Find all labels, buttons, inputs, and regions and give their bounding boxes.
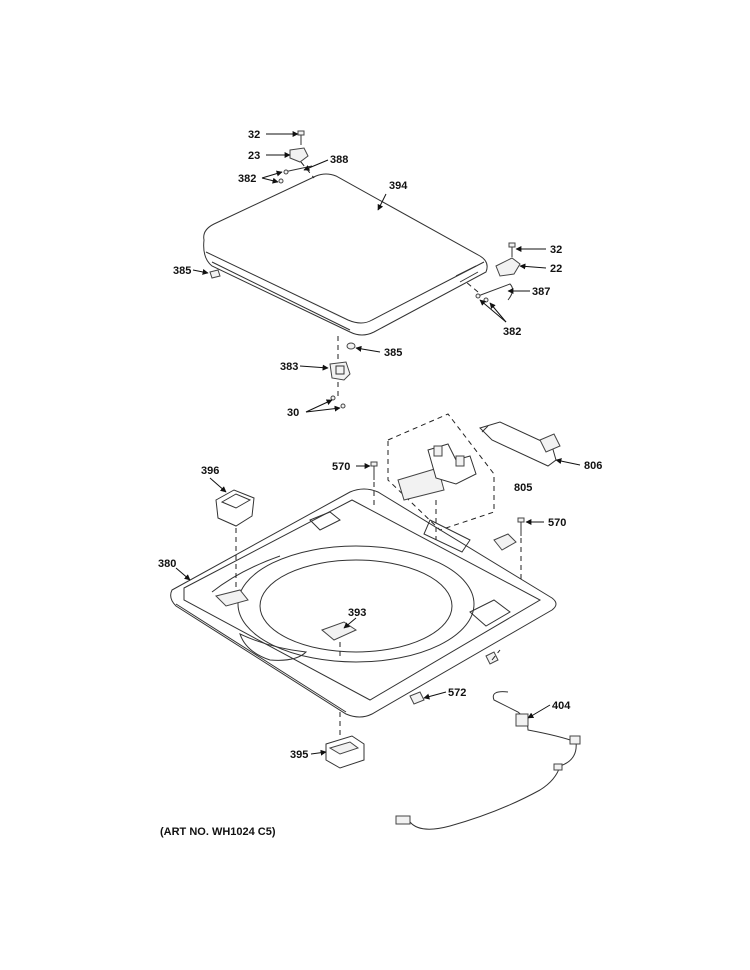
label-32-top: 32 xyxy=(248,129,260,141)
bumper-385-left xyxy=(209,269,221,279)
bumper-385-center xyxy=(346,342,356,350)
label-570-right: 570 xyxy=(548,517,566,529)
label-387: 387 xyxy=(532,286,550,298)
label-396: 396 xyxy=(201,465,219,477)
label-23: 23 xyxy=(248,150,260,162)
leader-lines xyxy=(175,131,581,756)
label-382-right: 382 xyxy=(503,326,521,338)
harness-404 xyxy=(395,691,581,830)
hinge-left-23 xyxy=(278,130,315,184)
label-404: 404 xyxy=(552,700,571,712)
label-805: 805 xyxy=(514,482,532,494)
label-393: 393 xyxy=(348,607,366,619)
label-385-left: 385 xyxy=(173,265,191,277)
label-395: 395 xyxy=(290,749,308,761)
top-cover-380 xyxy=(170,488,557,718)
label-388: 388 xyxy=(330,154,348,166)
label-806: 806 xyxy=(584,460,602,472)
label-385-center: 385 xyxy=(384,347,402,359)
label-383: 383 xyxy=(280,361,298,373)
switch-395 xyxy=(325,712,365,769)
lid-394 xyxy=(203,173,488,336)
label-570-left: 570 xyxy=(332,461,350,473)
label-380: 380 xyxy=(158,558,176,570)
dispenser-396 xyxy=(215,489,255,590)
label-22: 22 xyxy=(550,263,562,275)
lid-lock-383 xyxy=(329,336,351,409)
clip-572 xyxy=(409,649,501,705)
small-clip xyxy=(493,533,517,551)
art-number: (ART NO. WH1024 C5) xyxy=(160,826,276,838)
label-30: 30 xyxy=(287,407,299,419)
label-382-left: 382 xyxy=(238,173,256,185)
label-32-right: 32 xyxy=(550,244,562,256)
screw-570-right xyxy=(517,517,525,580)
label-394: 394 xyxy=(389,180,408,192)
screw-570-left xyxy=(370,461,378,506)
label-572: 572 xyxy=(448,687,466,699)
bracket-806 xyxy=(479,421,561,467)
valve-assembly-805 xyxy=(387,413,495,540)
